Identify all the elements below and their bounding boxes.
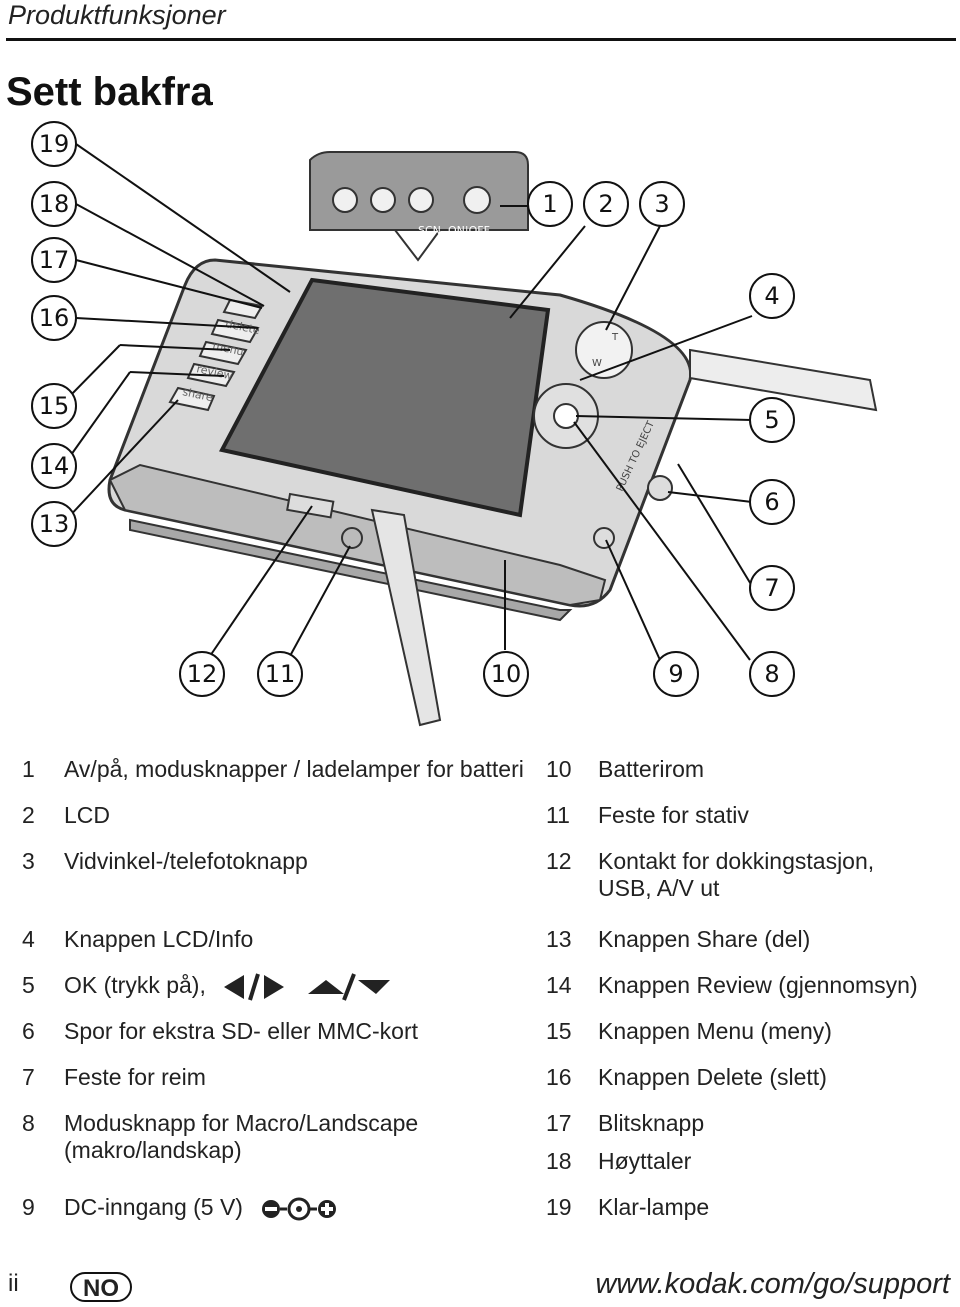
legend-num: 18 (546, 1148, 572, 1174)
legend-label: Knappen Menu (meny) (598, 1018, 832, 1044)
legend-num: 19 (546, 1194, 572, 1220)
legend-label: Modusknapp for Macro/Landscape (64, 1110, 419, 1136)
legend-num: 17 (546, 1110, 572, 1136)
battery-door (370, 508, 442, 727)
legend-label: Knappen Review (gjennomsyn) (598, 972, 918, 998)
strap-post (647, 475, 673, 501)
callout-4: 4 (764, 282, 779, 310)
legend-label-block: Kontakt for dokkingstasjon, USB, A/V ut (598, 848, 874, 902)
page-number: ii (8, 1270, 19, 1297)
callout-17: 17 (39, 246, 70, 274)
legend-num: 9 (22, 1194, 35, 1220)
zoom-t-label: T (611, 332, 619, 343)
legend-num: 6 (22, 1018, 35, 1044)
legend-num: 14 (546, 972, 572, 998)
card-door (689, 348, 878, 412)
legend-num: 5 (22, 972, 35, 998)
legend-label-line2: (makro/landskap) (64, 1137, 242, 1163)
legend-label: DC-inngang (5 V) (64, 1194, 243, 1220)
dc-input (593, 527, 615, 549)
callout-19: 19 (39, 130, 70, 158)
leader-lines (65, 143, 753, 661)
callout-2: 2 (598, 190, 613, 218)
legend-num: 10 (546, 756, 572, 782)
legend-label: Knappen Delete (slett) (598, 1064, 827, 1090)
callout-5: 5 (764, 406, 779, 434)
legend-label: Knappen Share (del) (598, 926, 811, 952)
camera-figure: delete menu review share T W PUSH TO EJE… (0, 120, 960, 740)
mode-scn-label: SCN (418, 224, 441, 237)
legend-label-line2: USB, A/V ut (598, 875, 720, 901)
legend-num: 4 (22, 926, 35, 952)
legend-num: 12 (546, 848, 572, 874)
callout-9: 9 (668, 660, 683, 688)
legend-label: Klar-lampe (598, 1194, 710, 1220)
tripod-mount (341, 527, 363, 549)
callout-7: 7 (764, 574, 779, 602)
callout-16: 16 (39, 304, 70, 332)
language-badge: NO (70, 1272, 132, 1302)
legend-num: 13 (546, 926, 572, 952)
legend-label-with-icons: DC-inngang (5 V) (64, 1194, 339, 1222)
zoom-control (575, 321, 633, 379)
callout-11: 11 (265, 660, 296, 688)
legend-num: 2 (22, 802, 35, 828)
dock-connector (286, 492, 335, 519)
callout-10: 10 (491, 660, 522, 688)
dc-polarity-icon (262, 1197, 337, 1221)
legend-label: Knappen LCD/Info (64, 926, 254, 952)
legend-num: 16 (546, 1064, 572, 1090)
callout-3: 3 (654, 190, 669, 218)
callout-14: 14 (39, 452, 70, 480)
btn-share-label: share (181, 385, 214, 404)
legend-num: 7 (22, 1064, 35, 1090)
legend-label: Batterirom (598, 756, 705, 782)
zoom-w-label: W (592, 358, 602, 369)
ok-center-icon (553, 403, 579, 429)
legend-label: Av/på, modusknapper / ladelamper for bat… (64, 756, 524, 782)
support-url[interactable]: www.kodak.com/go/support (595, 1268, 950, 1300)
callout-circles (31, 121, 795, 697)
legend-label: Blitsknapp (598, 1110, 705, 1136)
callout-13: 13 (39, 510, 70, 538)
legend-num: 1 (22, 756, 35, 782)
legend-label-with-icons: OK (trykk på), (64, 972, 392, 1002)
legend-label: Feste for stativ (598, 802, 749, 828)
legend-label: Høyttaler (598, 1148, 692, 1174)
callout-6: 6 (764, 488, 779, 516)
legend-num: 15 (546, 1018, 572, 1044)
callout-12: 12 (187, 660, 218, 688)
nav-arrows-icon (224, 973, 391, 1001)
mode-buttons (332, 186, 491, 214)
callout-8: 8 (764, 660, 779, 688)
callout-18: 18 (39, 190, 70, 218)
legend-label: Kontakt for dokkingstasjon, (598, 848, 875, 874)
legend-num: 3 (22, 848, 35, 874)
legend-label: Feste for reim (64, 1064, 206, 1090)
legend-label: Vidvinkel-/telefotoknapp (64, 848, 308, 874)
callout-15: 15 (39, 392, 70, 420)
lcd-screen (218, 277, 551, 518)
mode-onoff-label: ON|OFF (448, 224, 490, 237)
legend-num: 11 (546, 802, 570, 828)
legend-label: OK (trykk på), (64, 972, 206, 999)
legend-label: LCD (64, 802, 111, 828)
btn-menu-label: menu (211, 339, 244, 358)
legend-label: Spor for ekstra SD- eller MMC-kort (64, 1018, 419, 1044)
header-rule (6, 38, 956, 41)
callout-1: 1 (542, 190, 557, 218)
camera-diagram: delete menu review share T W PUSH TO EJE… (31, 121, 878, 727)
legend-label-block: Modusknapp for Macro/Landscape (makro/la… (64, 1110, 418, 1164)
running-header: Produktfunksjoner (8, 0, 226, 30)
section-title: Sett bakfra (6, 70, 213, 114)
legend-num: 8 (22, 1110, 35, 1136)
mode-bar-pointer (392, 229, 442, 262)
